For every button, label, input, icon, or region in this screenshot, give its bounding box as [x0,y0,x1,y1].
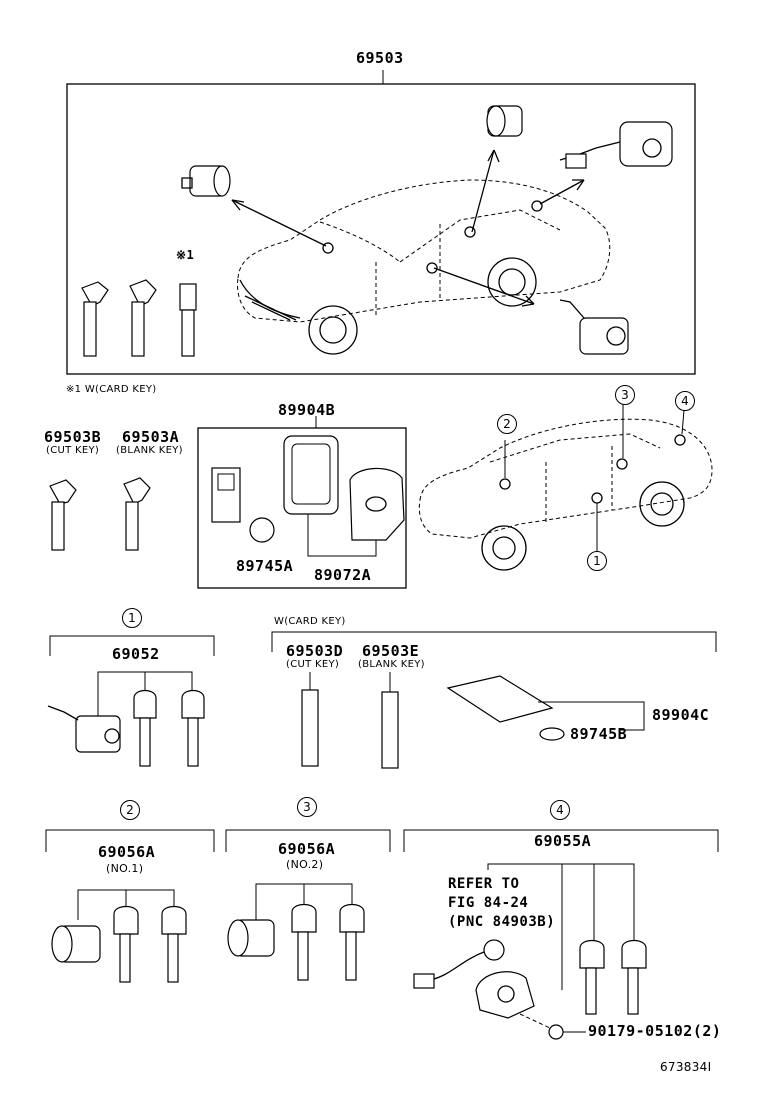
section-2-callout: 2 [120,800,140,820]
card-blank-key-note: (BLANK KEY) [358,659,425,670]
section-3-callout: 3 [297,797,317,817]
section-3-bracket [225,829,391,852]
main-assembly-part-number: 69503 [356,49,404,67]
callout-3: 3 [615,385,635,405]
card-key-group-label: W(CARD KEY) [274,616,346,627]
battery-cell-icon [249,517,275,543]
assembly-arrows [231,149,585,307]
screw-icon [519,1013,586,1040]
lexus-emblem-icon [365,496,387,512]
section-4-leaders [487,863,635,990]
smart-key-frame [197,427,407,589]
card-key-bracket [271,631,717,652]
blank-key-note: (BLANK KEY) [116,445,183,456]
lock-cylinder-icon [413,939,647,1019]
cylinder-set-3-part-number: 69056A [278,840,336,858]
card-key-part-number: 89904C [652,706,710,724]
card-key-footnote: ※1 W(CARD KEY) [66,384,157,395]
cut-key-note: (CUT KEY) [46,445,100,456]
card-cut-key-part-number: 69503D [286,642,344,660]
cylinder-set-3-note: (NO.2) [286,858,324,871]
card-blank-key-part-number: 69503E [362,642,420,660]
card-key-footnote-mark: ※1 [176,248,195,262]
lock-cylinder-icon [181,105,673,355]
blank-key-part-number: 69503A [122,428,180,446]
diagram-id: 673834I [660,1060,712,1074]
refer-line-3: (PNC 84903B) [448,914,556,930]
screw-part-number: 90179-05102(2) [588,1022,722,1040]
cylinder-set-4-part-number: 69055A [534,832,592,850]
cylinder-set-2-part-number: 69056A [98,843,156,861]
smart-key-set-part-number: 89904B [278,401,336,419]
battery-a-part-number: 89745A [236,557,294,575]
callout-4: 4 [675,391,695,411]
battery-b-part-number: 89745B [570,725,628,743]
section-4-callout: 4 [550,800,570,820]
car-outline-icon [237,179,611,355]
smart-key-case-part-number: 89072A [314,566,372,584]
cut-key-part-number: 69503B [44,428,102,446]
callout-1: 1 [587,551,607,571]
section-1-callout: 1 [122,608,142,628]
refer-line-2: FIG 84-24 [448,895,529,911]
car-outline-icon [418,404,713,571]
lock-cylinder-icon [227,903,365,981]
cylinder-set-1-part-number: 69052 [112,645,160,663]
refer-line-1: REFER TO [448,876,520,892]
key-icon [81,279,197,357]
card-cut-key-note: (CUT KEY) [286,659,340,670]
main-assembly-frame [66,83,696,375]
key-icon [47,689,205,767]
section-2-bracket [45,829,215,852]
section-1-bracket [49,635,215,656]
lock-cylinder-icon [51,905,187,983]
smart-key-icon [211,435,405,557]
section-4-bracket [403,829,719,852]
card-key-icon [301,672,645,769]
cylinder-set-2-note: (NO.1) [106,862,144,875]
callout-2: 2 [497,414,517,434]
